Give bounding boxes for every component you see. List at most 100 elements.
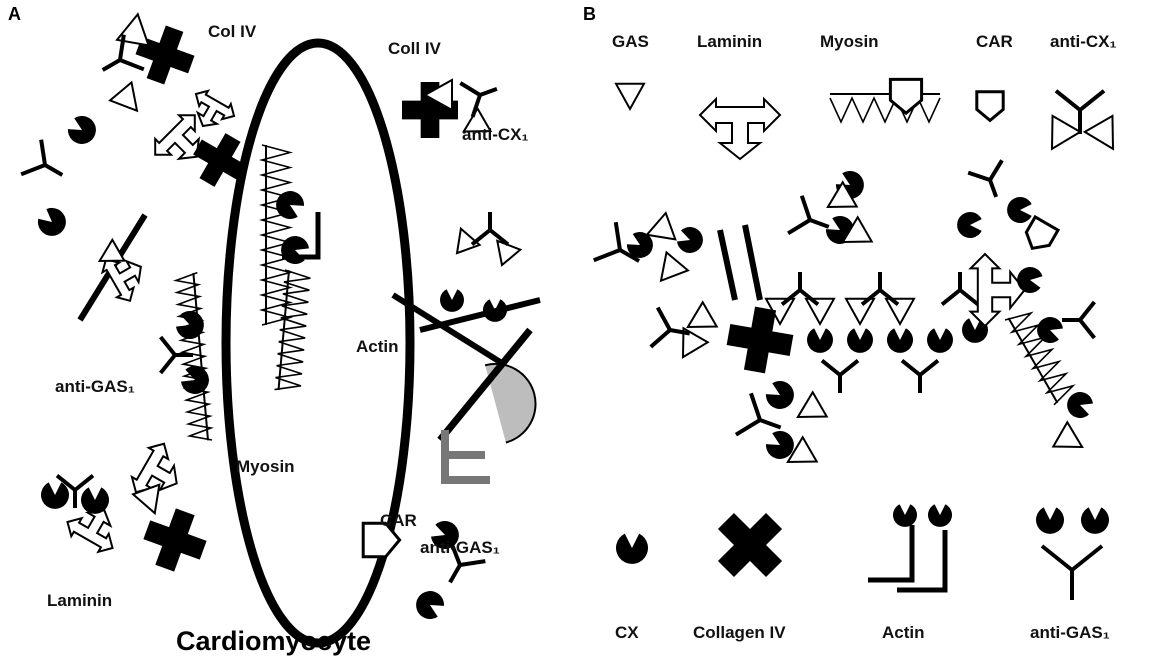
myosin-zigzag-icon — [274, 269, 311, 391]
label-cardiomyocyte: Cardiomyocyte — [176, 626, 371, 656]
cx-pacman-icon — [677, 227, 703, 253]
antibody-icon — [101, 34, 145, 72]
antibody-icon — [734, 392, 782, 437]
label-col-iv: Col IV — [208, 22, 257, 41]
gas-triangle-icon — [681, 326, 710, 359]
gas-triangle-icon — [108, 80, 139, 113]
gas-triangle-icon — [686, 300, 719, 329]
laminin-icon — [698, 96, 782, 161]
gas-triangle-icon — [131, 483, 161, 516]
collagen-iv-cross-icon — [143, 508, 207, 572]
cx-pacman-icon — [626, 232, 653, 258]
antibody-icon — [1054, 89, 1106, 134]
legend-anti-gas1: anti-GAS₁ — [1030, 623, 1110, 642]
legend-collagen-iv: Collagen IV — [693, 623, 786, 642]
gas-triangle-icon — [422, 78, 453, 112]
cx-pacman-icon — [1081, 507, 1109, 534]
gas-triangle-icon — [97, 237, 127, 263]
cx-pacman-icon — [1037, 317, 1063, 343]
gas-triangle-icon — [826, 180, 859, 209]
cx-pacman-icon — [41, 482, 69, 509]
cx-pacman-icon — [67, 115, 96, 144]
antibody-icon — [159, 335, 193, 375]
cx-pacman-icon — [928, 504, 952, 527]
laminin-icon — [66, 509, 114, 554]
cx-pacman-icon — [483, 299, 507, 322]
diagram-shapes — [20, 12, 1115, 648]
cx-pacman-icon — [1017, 267, 1043, 294]
antibody-icon — [20, 139, 64, 177]
legend-laminin: Laminin — [697, 32, 762, 51]
antibody-icon — [470, 212, 510, 246]
label-coll-iv: Coll IV — [388, 39, 442, 58]
myosin-zigzag-icon — [1004, 311, 1076, 406]
membrane-line — [419, 297, 541, 333]
collagen-iv-cross-icon — [135, 25, 195, 85]
label-anti-cx1: anti-CX₁ — [462, 125, 529, 144]
membrane-line — [742, 224, 763, 301]
antibody-icon — [1062, 300, 1096, 340]
gas-triangle-icon — [1082, 114, 1115, 151]
panel-b-letter: B — [583, 4, 596, 24]
cx-pacman-icon — [1067, 392, 1093, 418]
cx-pacman-icon — [927, 328, 953, 353]
antibody-icon — [55, 474, 95, 508]
legend-actin: Actin — [882, 623, 925, 642]
cx-pacman-icon — [616, 533, 648, 564]
collagen-iv-cross-icon — [726, 306, 794, 374]
gas-triangle-icon — [1050, 114, 1083, 151]
antibody-icon — [593, 221, 641, 263]
legend-anti-cx1: anti-CX₁ — [1050, 32, 1117, 51]
gas-triangle-icon — [659, 250, 690, 283]
antibody-icon — [649, 306, 691, 349]
membrane-line — [717, 229, 738, 301]
antibody-icon — [780, 272, 820, 306]
legend-myosin: Myosin — [820, 32, 879, 51]
laminin-icon — [194, 89, 236, 128]
actin-filament-icon — [868, 525, 915, 583]
membrane-line — [391, 292, 507, 368]
stippled-actin-icon — [441, 430, 490, 484]
laminin-icon — [100, 257, 142, 303]
label-actin: Actin — [356, 337, 399, 356]
label-anti-gas1-left: anti-GAS₁ — [55, 377, 135, 396]
cx-pacman-icon — [847, 328, 873, 353]
antibody-icon — [459, 81, 498, 118]
cx-pacman-icon — [276, 191, 305, 220]
antibody-icon — [1040, 544, 1104, 600]
cx-pacman-icon — [893, 504, 917, 527]
car-receptor-icon — [361, 521, 402, 559]
gas-triangle-icon — [804, 297, 836, 327]
cx-pacman-icon — [81, 487, 109, 514]
label-laminin: Laminin — [47, 591, 112, 610]
myosin-zigzag-icon — [829, 96, 941, 124]
antibody-icon — [787, 195, 830, 236]
car-receptor-icon — [1024, 214, 1061, 251]
car-receptor-icon — [975, 90, 1005, 123]
gas-triangle-icon — [841, 215, 874, 244]
actin-filament-icon — [897, 530, 948, 593]
gas-triangle-icon — [495, 239, 523, 267]
label-myosin: Myosin — [236, 457, 295, 476]
antibody-icon — [820, 359, 860, 393]
cx-pacman-icon — [887, 328, 913, 353]
laminin-icon — [968, 252, 1026, 328]
gas-triangle-icon — [1051, 420, 1084, 449]
cx-pacman-icon — [176, 311, 204, 339]
antibody-icon — [448, 540, 486, 584]
gas-triangle-icon — [644, 211, 677, 241]
actin-filament-icon — [282, 212, 321, 260]
gas-triangle-icon — [461, 106, 493, 133]
cx-pacman-icon — [765, 380, 794, 409]
gas-triangle-icon — [786, 435, 819, 464]
panel-a-letter: A — [8, 4, 21, 24]
cx-pacman-icon — [1007, 197, 1032, 223]
myosin-backbone-line — [1007, 317, 1059, 404]
cx-pacman-icon — [181, 366, 209, 394]
cx-pacman-icon — [957, 212, 982, 238]
myosin-backbone-line — [277, 270, 290, 390]
collagen-iv-cross-icon — [402, 82, 458, 138]
membrane-line — [437, 327, 533, 443]
antibody-icon — [967, 159, 1004, 198]
